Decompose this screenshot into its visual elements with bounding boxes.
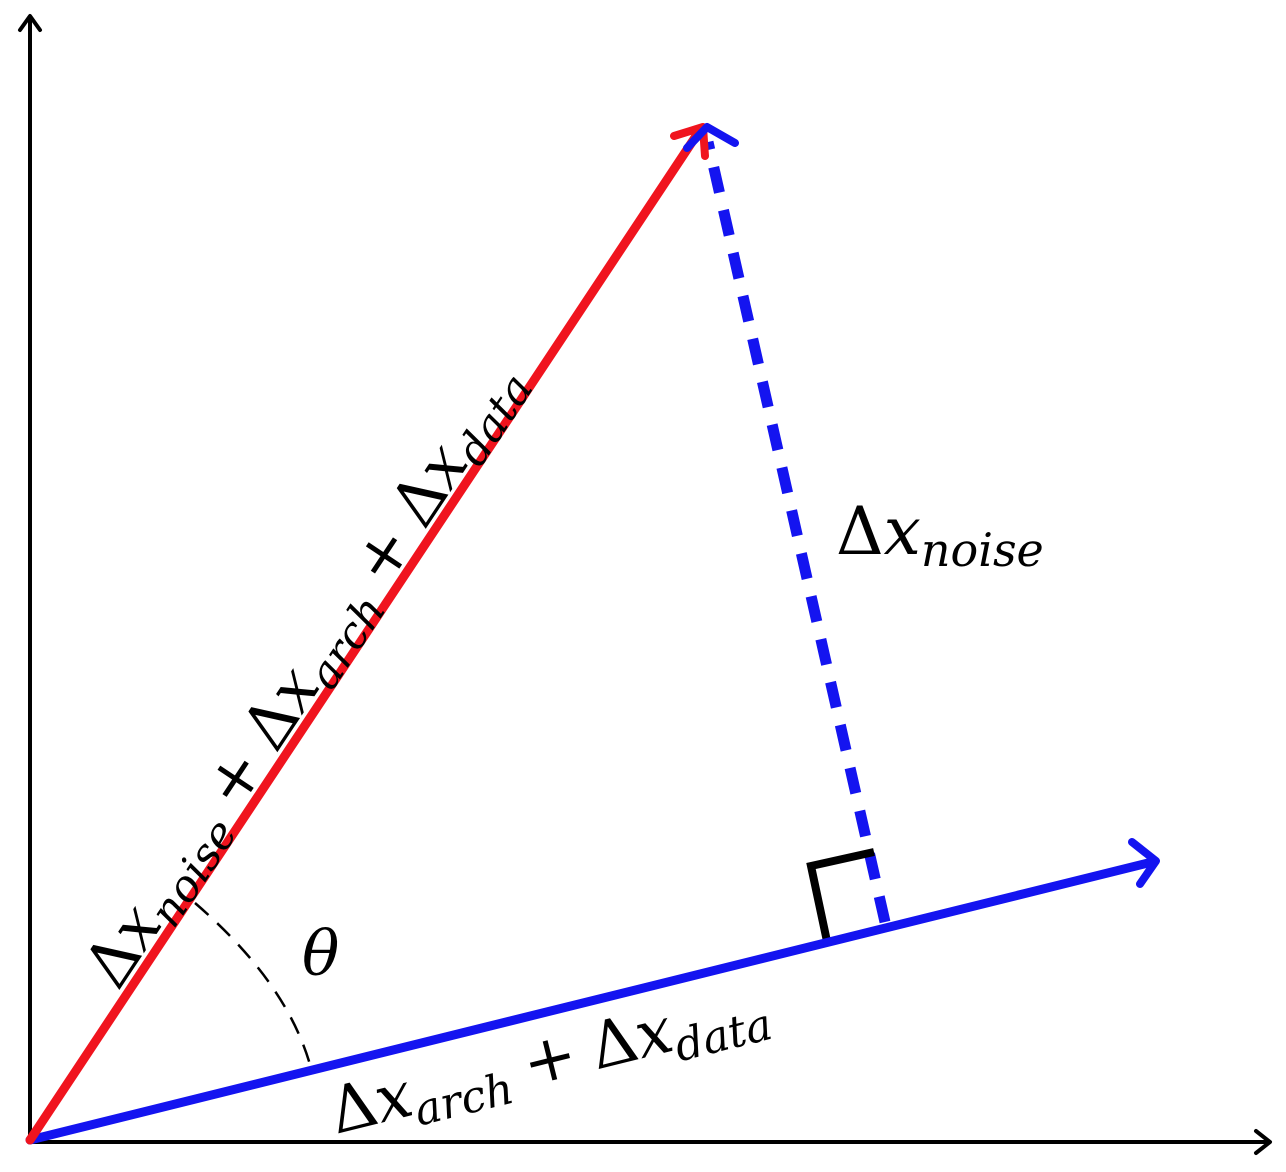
y-axis-arrowhead-icon	[18, 14, 42, 32]
angle-label: θ	[302, 917, 339, 990]
noise-vector-label: Δxnoise	[836, 493, 1044, 577]
axes	[18, 14, 1272, 1155]
noise-arrowhead-icon	[683, 123, 739, 152]
blue-projected-vector	[25, 838, 1160, 1145]
x-axis-arrowhead-icon	[1254, 1129, 1272, 1155]
blue-arrowhead-icon	[1128, 838, 1160, 888]
blue-vector-label: Δxarch+Δxdata	[322, 970, 777, 1156]
red-vector-label: Δxnoise+Δxarch+Δxdata	[70, 348, 544, 1004]
angle-arc	[194, 902, 314, 1073]
noise-vector-dashed	[702, 140, 891, 924]
right-angle-marker	[806, 848, 875, 947]
